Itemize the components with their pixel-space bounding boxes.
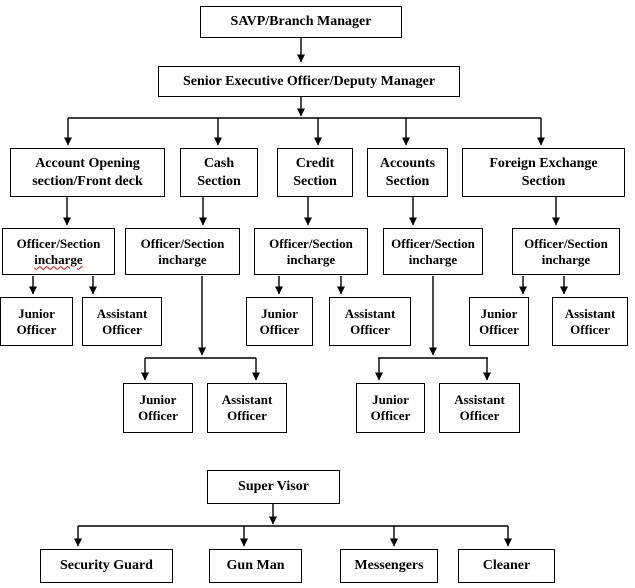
node-security-guard: Security Guard <box>40 549 173 583</box>
incharge-line2: incharge <box>541 251 591 267</box>
junior-officer-label: Junior Officer <box>370 392 411 423</box>
section-label: Accounts Section <box>379 156 436 189</box>
supervisor-label: Super Visor <box>238 479 309 495</box>
section-label: Cash Section <box>197 156 241 189</box>
cleaner-label: Cleaner <box>482 558 531 574</box>
node-gun-man: Gun Man <box>209 549 302 583</box>
assistant-officer-label: Assistant Officer <box>221 392 273 423</box>
assistant-officer-label: Assistant Officer <box>454 392 505 423</box>
node-assistant-officer-account-opening: Assistant Officer <box>82 297 162 346</box>
incharge-line2: incharge <box>158 251 207 267</box>
junior-officer-label: Junior Officer <box>16 305 57 337</box>
incharge-line1: Officer/Section <box>140 235 225 251</box>
node-assistant-officer-cash: Assistant Officer <box>207 383 287 433</box>
section-label: Foreign Exchange Section <box>489 156 598 189</box>
junior-officer-label: Junior Officer <box>479 305 519 337</box>
incharge-line1: Officer/Section <box>524 235 608 251</box>
assistant-officer-label: Assistant Officer <box>564 305 616 337</box>
node-incharge-credit: Officer/Section incharge <box>254 228 368 275</box>
node-junior-officer-cash: Junior Officer <box>123 383 193 433</box>
security-guard-label: Security Guard <box>60 558 153 574</box>
incharge-label: Officer/Section incharge <box>141 236 225 268</box>
node-messengers: Messengers <box>340 549 438 583</box>
node-incharge-accounts: Officer/Section incharge <box>383 228 483 275</box>
node-incharge-account-opening: Officer/Section incharge <box>2 228 115 275</box>
node-junior-officer-credit: Junior Officer <box>246 297 313 346</box>
node-incharge-cash: Officer/Section incharge <box>125 228 240 275</box>
section-label: Account Opening section/Front deck <box>32 156 143 189</box>
incharge-label: Officer/Section incharge <box>524 236 608 268</box>
node-section-foreign-exchange: Foreign Exchange Section <box>462 148 625 197</box>
messengers-label: Messengers <box>354 558 424 574</box>
junior-officer-label: Junior Officer <box>259 305 300 337</box>
node-branch-manager: SAVP/Branch Manager <box>200 6 402 38</box>
node-section-accounts: Accounts Section <box>367 148 448 197</box>
node-assistant-officer-foreign-exchange: Assistant Officer <box>552 297 628 346</box>
incharge-line2: incharge <box>408 251 458 267</box>
gun-man-label: Gun Man <box>226 558 285 574</box>
incharge-label: Officer/Section incharge <box>269 236 353 268</box>
node-section-credit: Credit Section <box>277 148 353 197</box>
assistant-officer-label: Assistant Officer <box>96 305 148 337</box>
assistant-officer-label: Assistant Officer <box>344 305 396 337</box>
junior-officer-label: Junior Officer <box>138 392 178 423</box>
section-label: Credit Section <box>293 156 337 189</box>
node-cleaner: Cleaner <box>458 549 555 583</box>
node-branch-manager-label: SAVP/Branch Manager <box>230 14 372 30</box>
node-supervisor: Super Visor <box>207 470 340 504</box>
incharge-line2-misspelled: incharge <box>34 251 83 267</box>
node-assistant-officer-credit: Assistant Officer <box>329 297 411 346</box>
incharge-label: Officer/Section incharge <box>17 236 101 268</box>
node-section-account-opening: Account Opening section/Front deck <box>10 148 165 197</box>
node-deputy-manager: Senior Executive Officer/Deputy Manager <box>158 66 460 97</box>
incharge-line2: incharge <box>286 251 336 267</box>
node-deputy-manager-label: Senior Executive Officer/Deputy Manager <box>182 73 436 89</box>
node-assistant-officer-accounts: Assistant Officer <box>439 383 520 433</box>
node-junior-officer-accounts: Junior Officer <box>356 383 425 433</box>
incharge-label: Officer/Section incharge <box>391 236 475 268</box>
incharge-line1: Officer/Section <box>391 235 475 251</box>
node-junior-officer-account-opening: Junior Officer <box>0 297 73 346</box>
node-incharge-foreign-exchange: Officer/Section incharge <box>512 228 620 275</box>
node-section-cash: Cash Section <box>180 148 258 197</box>
incharge-line1: Officer/Section <box>269 235 353 251</box>
incharge-line1: Officer/Section <box>16 235 101 251</box>
node-junior-officer-foreign-exchange: Junior Officer <box>469 297 529 346</box>
